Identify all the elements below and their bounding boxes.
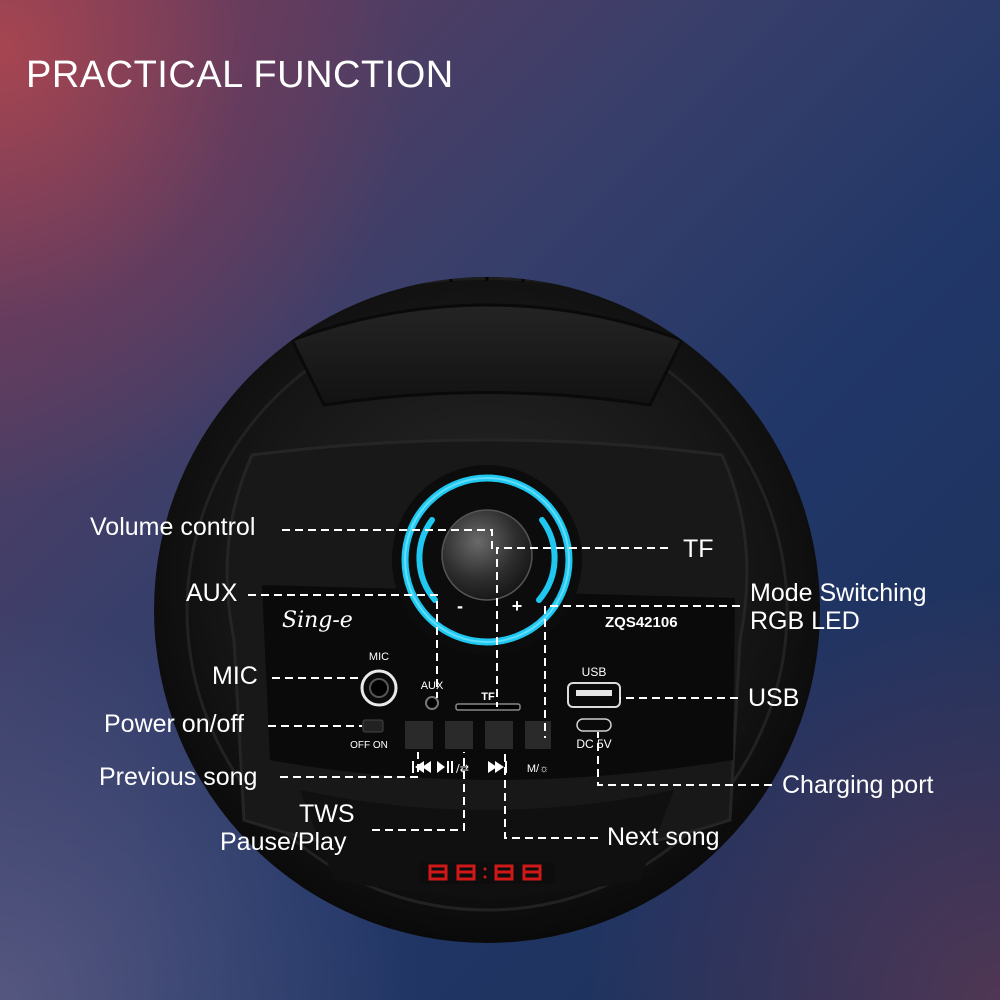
svg-text:/⇄: /⇄ [456, 762, 469, 775]
callout-power: Power on/off [104, 710, 244, 738]
callout-mic: MIC [212, 662, 258, 690]
callout-pause-play: Pause/Play [220, 828, 347, 856]
mic-jack[interactable] [360, 669, 398, 707]
previous-song-button[interactable] [405, 721, 433, 749]
brand-logo: Sing-e [282, 608, 353, 633]
callout-volume-control: Volume control [90, 513, 256, 541]
callout-charging-port: Charging port [782, 771, 934, 799]
led-display [420, 862, 555, 884]
leader-lines [248, 529, 772, 839]
aux-jack[interactable] [425, 696, 439, 710]
callout-next-song: Next song [607, 823, 720, 851]
off-on-label: OFF ON [350, 740, 388, 751]
previous-track-icon [412, 761, 431, 773]
mode-button[interactable] [525, 721, 551, 749]
mic-jack-label: MIC [369, 651, 389, 663]
next-song-button[interactable] [485, 721, 513, 749]
charging-port[interactable] [576, 718, 612, 732]
mode-button-label: M/☼ [527, 763, 549, 775]
usb-port-label: USB [582, 665, 607, 679]
callout-mode-switching: Mode Switching [750, 579, 927, 607]
power-switch[interactable] [362, 719, 384, 733]
callout-previous-song: Previous song [99, 763, 258, 791]
callout-tws: TWS [299, 800, 355, 828]
callout-rgb-led: RGB LED [750, 607, 860, 635]
volume-knob[interactable] [392, 465, 582, 655]
callout-tf: TF [683, 535, 714, 563]
play-pause-icon: /⇄ [437, 761, 469, 775]
volume-up-label: + [512, 596, 523, 616]
tf-card-slot[interactable] [455, 703, 521, 711]
model-number: ZQS42106 [605, 614, 678, 631]
aux-jack-label: AUX [421, 680, 444, 692]
headline: PRACTICAL FUNCTION [26, 54, 454, 96]
play-pause-button[interactable] [445, 721, 473, 749]
tf-slot-label: TF [481, 691, 495, 703]
dc-port-label: DC 5V [576, 737, 611, 751]
volume-down-label: - [457, 596, 463, 616]
callout-aux: AUX [186, 579, 238, 607]
callout-usb: USB [748, 684, 800, 712]
